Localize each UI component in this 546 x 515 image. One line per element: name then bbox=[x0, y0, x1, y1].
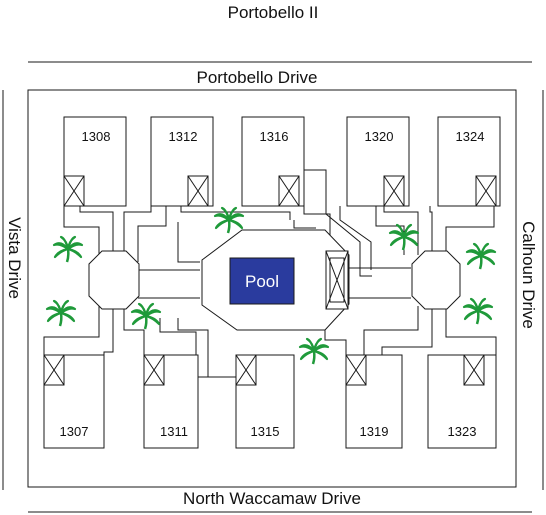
palm-tree-icon bbox=[45, 299, 77, 327]
unit-label: 1312 bbox=[169, 129, 198, 144]
unit-1316: 1316 bbox=[241, 116, 305, 207]
unit-label: 1319 bbox=[360, 424, 389, 439]
unit-label: 1323 bbox=[448, 424, 477, 439]
palm-tree-icon bbox=[213, 206, 245, 234]
street-label-right: Calhoun Drive bbox=[519, 221, 538, 329]
unit-1308: 1308 bbox=[63, 116, 127, 207]
palm-tree-icon bbox=[462, 297, 494, 325]
palm-tree-icon bbox=[465, 242, 497, 270]
units: 1308 1312 1316 1320 1324 1307 1311 1315 1319 1323 bbox=[43, 116, 501, 449]
unit-1319: 1319 bbox=[345, 354, 403, 449]
palm-tree-icon bbox=[52, 235, 84, 263]
unit-label: 1315 bbox=[251, 424, 280, 439]
street-label-top: Portobello Drive bbox=[197, 68, 318, 87]
unit-label: 1307 bbox=[60, 424, 89, 439]
pool bbox=[229, 257, 295, 305]
unit-1307: 1307 bbox=[43, 354, 105, 449]
unit-1323: 1323 bbox=[427, 354, 497, 449]
unit-label: 1320 bbox=[365, 129, 394, 144]
gazebo-left bbox=[88, 250, 140, 310]
unit-1312: 1312 bbox=[150, 116, 214, 207]
pool-label: Pool bbox=[245, 272, 279, 291]
palm-trees bbox=[45, 206, 497, 365]
unit-label: 1308 bbox=[82, 129, 111, 144]
map-title: Portobello II bbox=[228, 3, 319, 22]
unit-1311: 1311 bbox=[143, 354, 199, 449]
street-label-bottom: North Waccamaw Drive bbox=[183, 489, 361, 508]
unit-label: 1324 bbox=[456, 129, 485, 144]
palm-tree-icon bbox=[130, 302, 162, 330]
unit-1324: 1324 bbox=[437, 116, 501, 207]
gazebo-right bbox=[411, 250, 461, 310]
property-boundary bbox=[27, 89, 517, 488]
street-label-left: Vista Drive bbox=[5, 217, 24, 299]
unit-label: 1316 bbox=[260, 129, 289, 144]
unit-label: 1311 bbox=[160, 424, 188, 439]
palm-tree-icon bbox=[298, 337, 330, 365]
unit-1320: 1320 bbox=[346, 116, 410, 207]
unit-1315: 1315 bbox=[235, 354, 295, 449]
palm-tree-icon bbox=[388, 223, 420, 251]
